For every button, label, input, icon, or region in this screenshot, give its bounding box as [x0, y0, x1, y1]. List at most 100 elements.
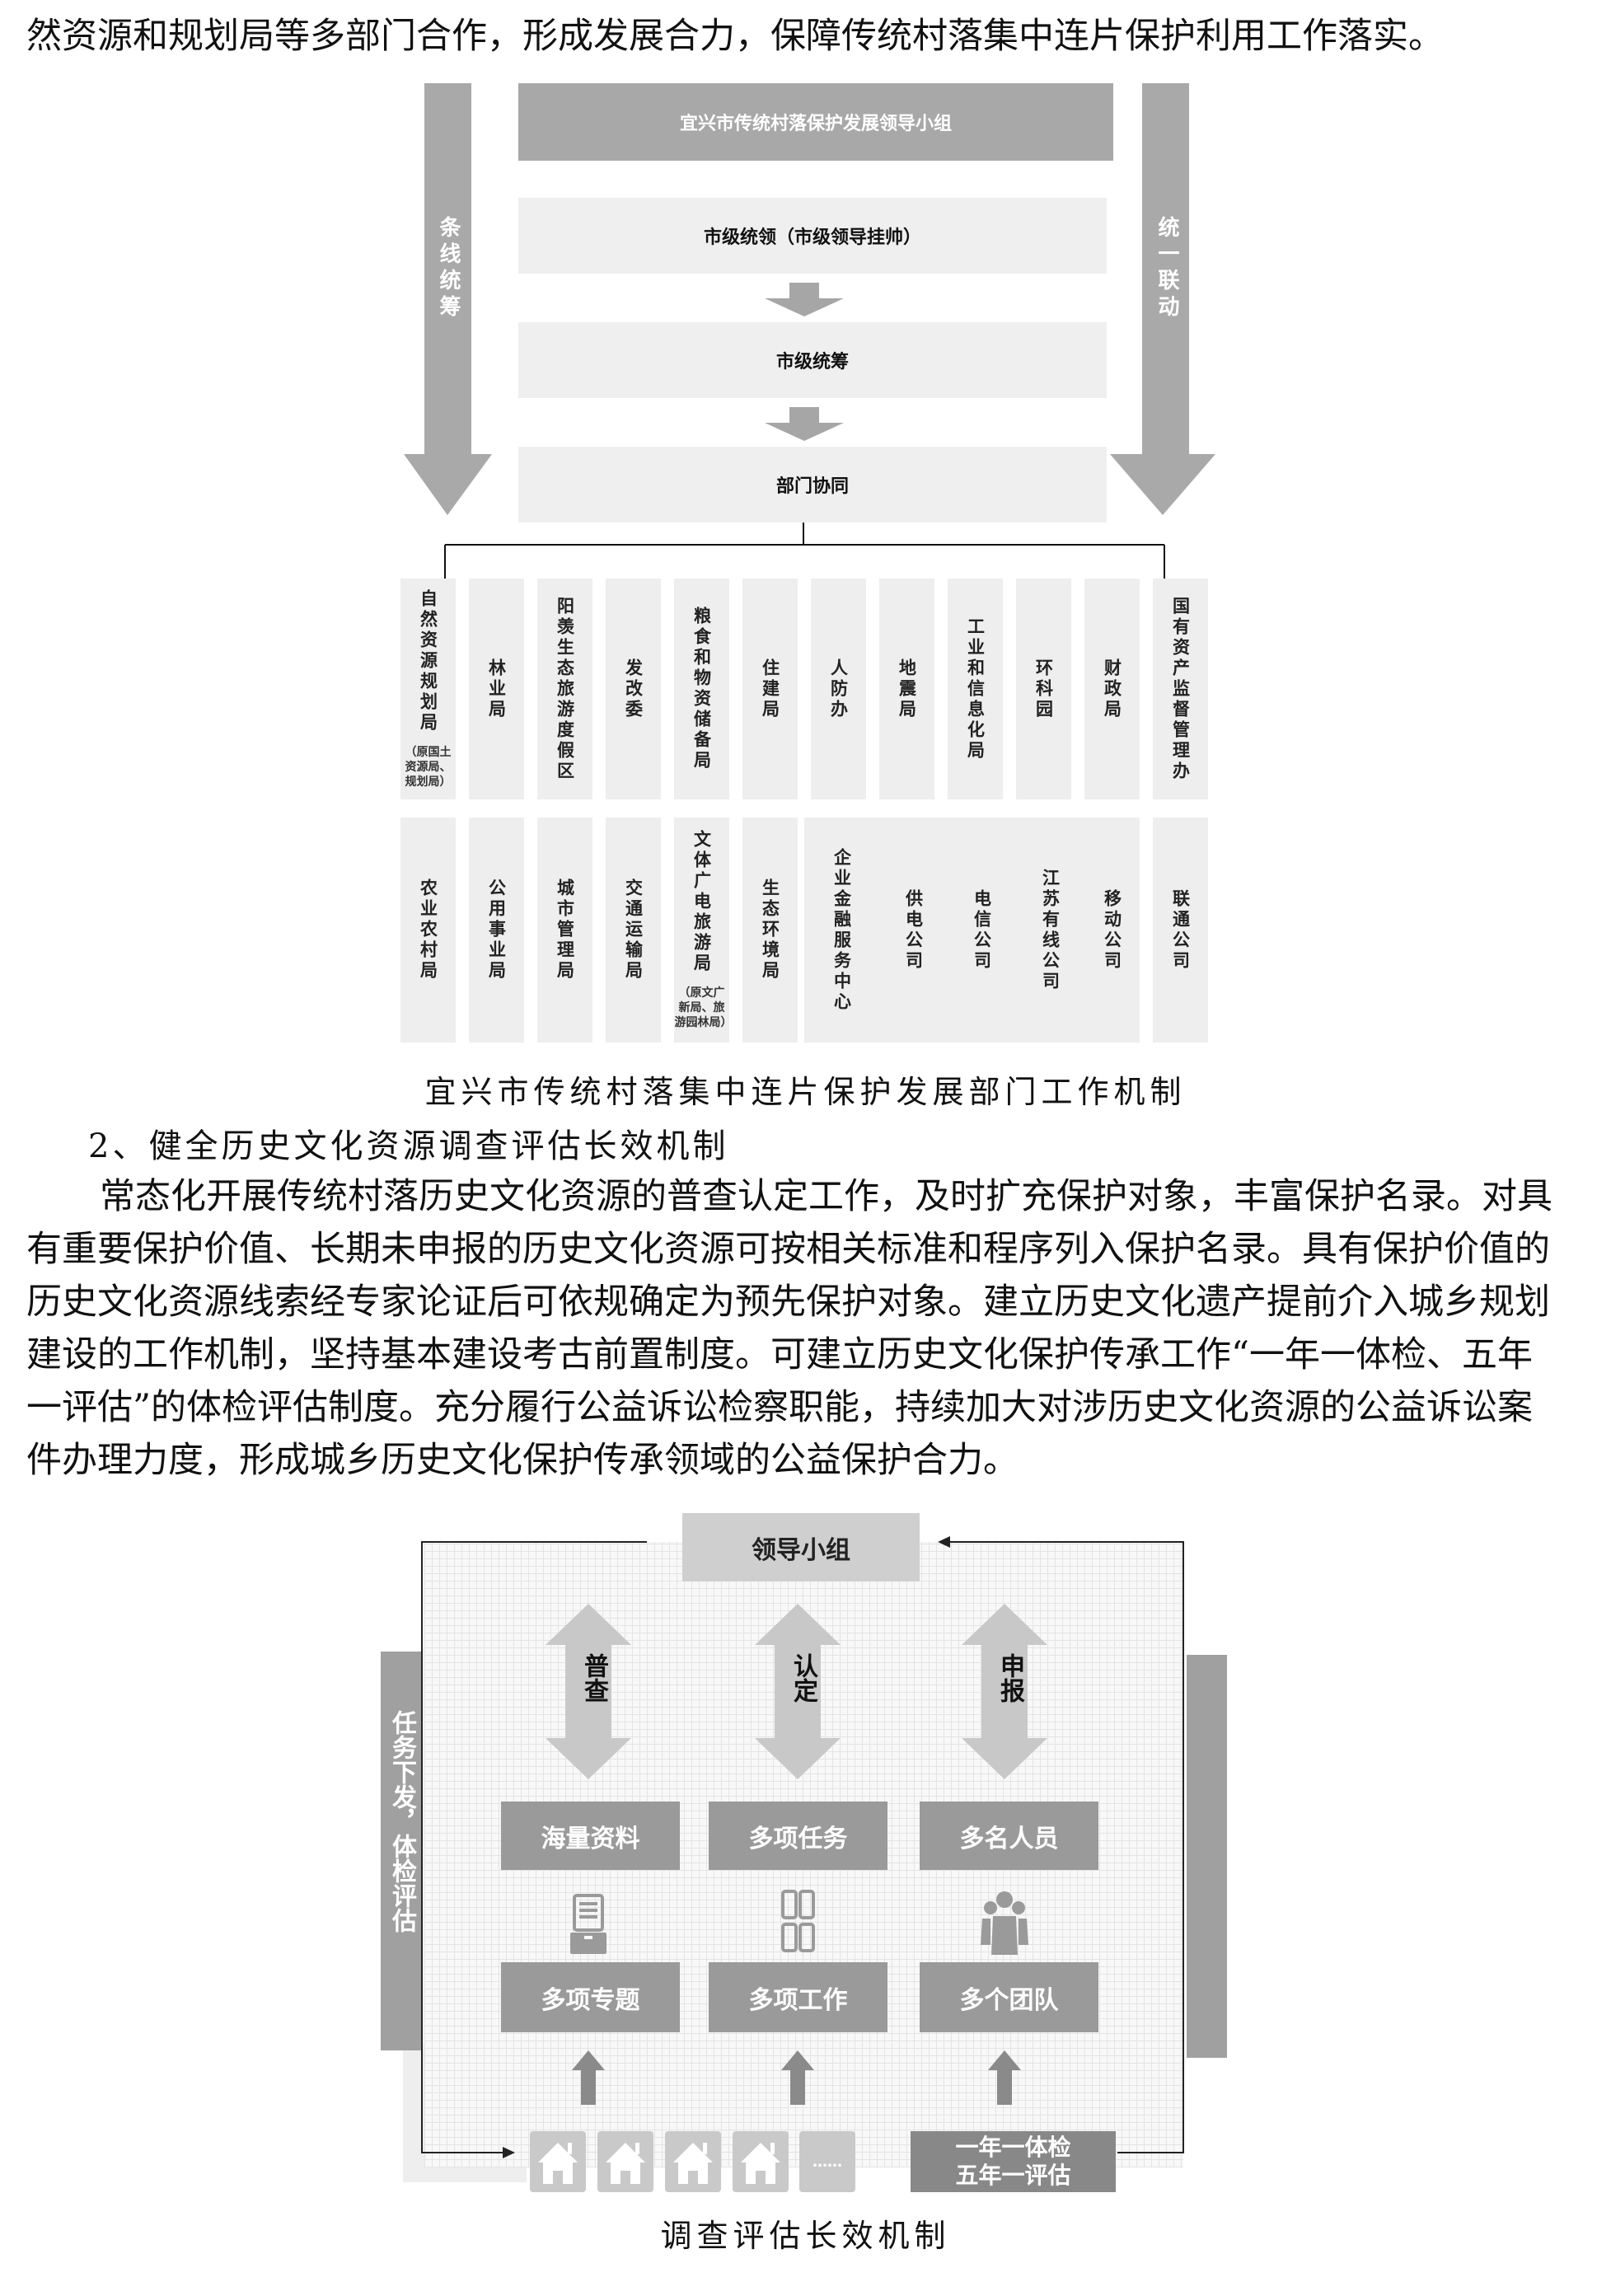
cycle-line: 一年一体检 — [955, 2134, 1071, 2161]
department-name: 城市管理局 — [555, 879, 575, 982]
left-down-arrow — [404, 83, 492, 515]
department-cell: 国有资产监督管理办 — [1153, 579, 1208, 799]
left-side-bar — [381, 1652, 422, 2050]
level-box: 市级统筹 — [518, 322, 1107, 398]
cycle-box: 一年一体检 五年一评估 — [911, 2131, 1116, 2192]
department-name: 交通运输局 — [623, 879, 644, 982]
up-arrow — [572, 2050, 605, 2105]
department-cell: 电信公司 — [948, 818, 1016, 1043]
department-cell: 企业金融服务中心 — [804, 818, 879, 1043]
down-arrow-small — [765, 407, 844, 441]
people-group-icon — [981, 1891, 1028, 1955]
department-cell: 文体广电旅游局 （原文广新局、旅游园林局） — [674, 818, 733, 1043]
department-name: 公用事业局 — [486, 879, 507, 982]
department-name: 工业和信息化局 — [965, 616, 986, 761]
department-name: 国有资产监督管理办 — [1170, 596, 1191, 782]
department-name: 生态环境局 — [760, 879, 780, 982]
department-cell: 住建局 — [742, 579, 798, 799]
department-name: 企业金融服务中心 — [831, 847, 852, 1013]
paragraph-line: 有重要保护价值、长期未申报的历史文化资源可按相关标准和程序列入保护名录。具有保护… — [26, 1229, 1550, 1270]
department-cell: 江苏有线公司 — [1016, 818, 1084, 1043]
department-cell: 人防办 — [811, 579, 866, 799]
right-arrow-label: 统一联动 — [1154, 216, 1179, 321]
department-note: （原文广新局、旅游园林局） — [674, 986, 733, 1029]
department-cell: 生态环境局 — [742, 818, 798, 1043]
paragraph-line: 建设的工作机制，坚持基本建设考古前置制度。可建立历史文化保护传承工作“一年一体检… — [26, 1334, 1533, 1375]
department-cell: 粮食和物资储备局 — [674, 579, 729, 799]
left-arrow-label: 条线统筹 — [436, 216, 461, 321]
department-cell: 农业农村局 — [400, 818, 456, 1043]
department-cell: 环科园 — [1016, 579, 1071, 799]
department-name: 粮食和物资储备局 — [691, 607, 712, 771]
right-side-bar — [1187, 1655, 1227, 2058]
house-icon — [665, 2131, 721, 2192]
cycle-line: 五年一评估 — [955, 2162, 1071, 2189]
section-heading: 2、健全历史文化资源调查评估长效机制 — [88, 1127, 729, 1165]
action-label: 申报 — [995, 1653, 1024, 1703]
arrowhead-icon — [938, 1536, 950, 1548]
level-box: 市级统领（市级领导挂帅） — [518, 198, 1107, 274]
double-arrow — [962, 1604, 1047, 1779]
resource-box: 多项任务 — [709, 1802, 887, 1870]
right-down-arrow — [1110, 83, 1215, 515]
feedback-line — [944, 1541, 1184, 2153]
department-cell: 阳羡生态旅游度假区 — [537, 579, 592, 799]
department-name: 联通公司 — [1170, 888, 1191, 972]
figure-caption: 宜兴市传统村落集中连片保护发展部门工作机制 — [424, 1074, 1187, 1110]
grid-tiles-icon — [781, 1890, 815, 1952]
house-icon — [530, 2131, 586, 2192]
work-box: 多个团队 — [920, 1962, 1098, 2032]
paragraph-line: 历史文化资源线索经专家论证后可依规确定为预先保护对象。建立历史文化遗产提前介入城… — [26, 1282, 1550, 1323]
department-name: 自然资源规划局 — [418, 588, 438, 733]
department-cell: 林业局 — [469, 579, 524, 799]
archive-box-icon — [570, 1894, 606, 1954]
up-arrow — [988, 2050, 1021, 2105]
department-name: 林业局 — [486, 658, 507, 720]
department-name: 财政局 — [1102, 658, 1122, 720]
paragraph-line: 一评估”的体检评估制度。充分履行公益诉讼检察职能，持续加大对涉历史文化资源的公益… — [26, 1387, 1533, 1428]
department-cell: 工业和信息化局 — [948, 579, 1003, 799]
leader-group-box: 宜兴市传统村落保护发展领导小组 — [518, 83, 1113, 161]
side-arrows — [404, 83, 1215, 579]
department-name: 环科园 — [1033, 658, 1054, 720]
department-cell: 供电公司 — [879, 818, 948, 1043]
level-box: 部门协同 — [518, 447, 1107, 522]
work-box: 多项工作 — [709, 1962, 887, 2032]
department-name: 人防办 — [828, 658, 849, 720]
department-name: 住建局 — [760, 658, 780, 720]
flow-lines — [421, 1536, 1184, 2158]
department-name: 文体广电旅游局 — [691, 830, 712, 974]
department-cell: 联通公司 — [1153, 818, 1208, 1043]
down-arrow-small — [765, 283, 844, 316]
arrowhead-icon — [503, 2147, 515, 2158]
department-cell: 发改委 — [606, 579, 661, 799]
action-label: 普查 — [579, 1653, 608, 1703]
up-arrow — [781, 2050, 814, 2105]
body-text-line: 然资源和规划局等多部门合作，形成发展合力，保障传统村落集中连片保护利用工作落实。 — [26, 16, 1444, 57]
paragraph-line: 件办理力度，形成城乡历史文化保护传承领域的公益保护合力。 — [26, 1440, 1019, 1481]
work-box: 多项专题 — [501, 1962, 680, 2032]
department-cell: 地震局 — [879, 579, 934, 799]
resource-box: 多名人员 — [920, 1802, 1098, 1870]
department-cell: 财政局 — [1084, 579, 1140, 799]
department-name: 地震局 — [897, 658, 917, 720]
department-note: （原国土资源局、规划局） — [405, 745, 452, 789]
department-name: 电信公司 — [972, 888, 992, 972]
feedback-line — [421, 1541, 647, 2153]
department-name: 江苏有线公司 — [1040, 868, 1061, 992]
department-cell: 移动公司 — [1084, 818, 1140, 1043]
house-icon — [597, 2131, 653, 2192]
department-name: 供电公司 — [903, 888, 924, 972]
left-side-bar-label: 任务下发，体检评估 — [387, 1710, 416, 1933]
double-arrow — [546, 1604, 631, 1779]
department-cell: 城市管理局 — [537, 818, 592, 1043]
department-cell: 交通运输局 — [606, 818, 661, 1043]
department-name: 移动公司 — [1102, 888, 1122, 972]
more-villages: …… — [799, 2131, 855, 2192]
double-arrow — [755, 1604, 841, 1779]
leader-group-box: 领导小组 — [682, 1513, 920, 1581]
department-cell: 公用事业局 — [469, 818, 524, 1043]
department-name: 阳羡生态旅游度假区 — [555, 596, 575, 782]
figure-caption: 调查评估长效机制 — [660, 2218, 951, 2254]
department-cell: 自然资源规划局 （原国土资源局、规划局） — [400, 579, 456, 799]
